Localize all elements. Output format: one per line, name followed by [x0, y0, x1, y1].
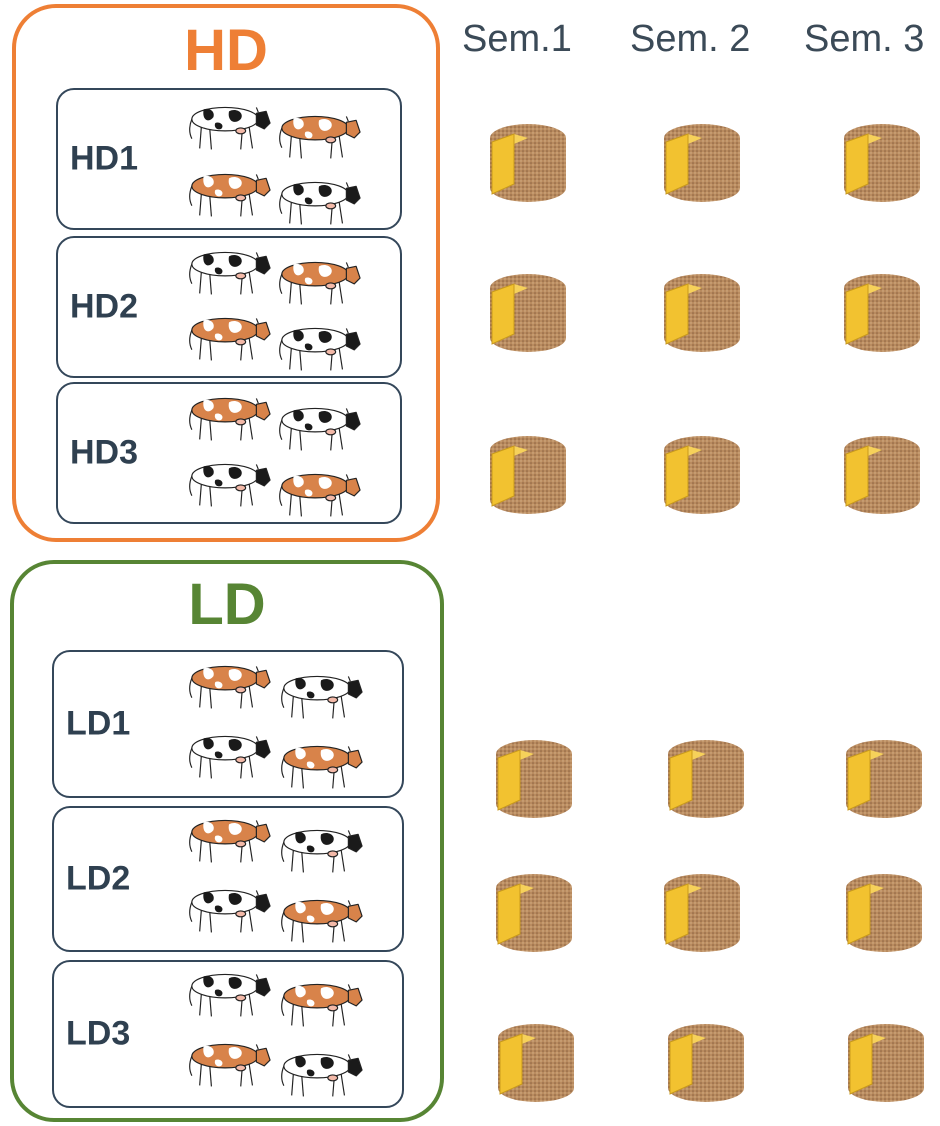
cheese-wheel-icon — [664, 124, 740, 202]
cow-icon — [189, 1043, 271, 1087]
cow-icon — [279, 115, 361, 159]
subgroup-label: HD1 — [70, 139, 139, 178]
cow-icon — [281, 899, 363, 943]
cow-icon — [189, 397, 271, 441]
cheese-wheel-icon — [490, 436, 566, 514]
cheese-wheel-icon — [844, 124, 920, 202]
cow-icon — [189, 735, 271, 779]
cheese-wheel-icon — [668, 740, 744, 818]
subgroup-label: LD2 — [66, 859, 131, 898]
cheese-wheel-icon — [846, 740, 922, 818]
cow-icon — [279, 327, 361, 371]
cow-icon — [279, 181, 361, 225]
cheese-wheel-icon — [490, 124, 566, 202]
cow-icon — [189, 819, 271, 863]
cow-icon — [189, 889, 271, 933]
cow-icon — [189, 106, 271, 150]
group-title-hd: HD — [184, 18, 268, 83]
cheese-wheel-icon — [664, 874, 740, 952]
cow-icon — [189, 251, 271, 295]
cow-icon — [279, 407, 361, 451]
cow-icon — [279, 261, 361, 305]
column-header-sem-1: Sem.1 — [462, 18, 572, 60]
cheese-wheel-icon — [496, 740, 572, 818]
cow-icon — [281, 983, 363, 1027]
cheese-wheel-icon — [664, 274, 740, 352]
cow-icon — [189, 317, 271, 361]
cheese-wheel-icon — [496, 874, 572, 952]
cow-icon — [281, 829, 363, 873]
cheese-wheel-icon — [844, 436, 920, 514]
cheese-wheel-icon — [848, 1024, 924, 1102]
cow-icon — [281, 1053, 363, 1097]
cow-icon — [279, 473, 361, 517]
cheese-wheel-icon — [844, 274, 920, 352]
column-header-sem-2: Sem. 2 — [630, 18, 751, 60]
cheese-wheel-icon — [664, 436, 740, 514]
cow-icon — [189, 173, 271, 217]
group-title-ld: LD — [188, 572, 266, 637]
cow-icon — [281, 745, 363, 789]
cheese-wheel-icon — [498, 1024, 574, 1102]
subgroup-label: LD1 — [66, 704, 131, 743]
cow-icon — [189, 665, 271, 709]
subgroup-label: HD3 — [70, 433, 139, 472]
column-header-sem-3: Sem. 3 — [804, 18, 925, 60]
cow-icon — [281, 675, 363, 719]
cheese-wheel-icon — [668, 1024, 744, 1102]
subgroup-label: HD2 — [70, 287, 139, 326]
cheese-wheel-icon — [846, 874, 922, 952]
subgroup-label: LD3 — [66, 1014, 131, 1053]
cheese-wheel-icon — [490, 274, 566, 352]
cow-icon — [189, 463, 271, 507]
cow-icon — [189, 973, 271, 1017]
